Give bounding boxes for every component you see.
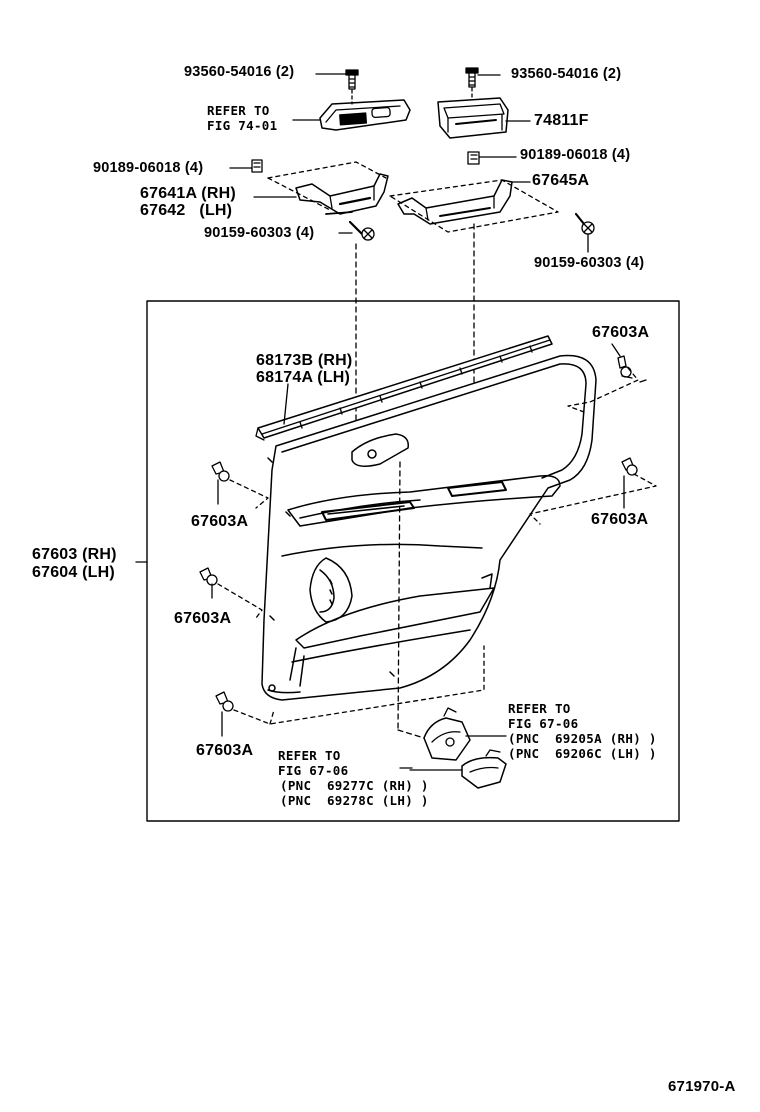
door-trim-panel-icon [261, 354, 597, 701]
label-clip-90189-left: 90189-06018 (4) [93, 160, 204, 176]
label-bracket-67641a-rh: 67641A (RH) [140, 185, 236, 202]
inside-handle-icon [409, 707, 507, 789]
label-weatherstrip-lh: 68174A (LH) [256, 369, 351, 386]
label-clip-67603a-bottom: 67603A [196, 742, 254, 759]
label-clip-67603a-right: 67603A [591, 511, 649, 528]
label-refer-6706-b-line4: (PNC 69278C (LH) ) [280, 793, 429, 808]
label-refer-74-line1: REFER TO [207, 103, 270, 118]
screw-90159-right-icon [574, 212, 595, 235]
label-clip-67603a-top-right: 67603A [592, 324, 650, 341]
clip-90189-right-icon [467, 151, 480, 165]
label-refer-6706-a-line2: FIG 67-06 [508, 716, 579, 731]
label-screw-90159-right: 90159-60303 (4) [534, 255, 645, 271]
label-part-74811f: 74811F [534, 112, 589, 129]
label-bracket-67645a: 67645A [532, 172, 590, 189]
label-panel-67604-lh: 67604 (LH) [32, 564, 115, 581]
label-screw-90159-left: 90159-60303 (4) [204, 225, 315, 241]
label-refer-6706-a-line1: REFER TO [508, 701, 571, 716]
panel-frame [146, 300, 680, 822]
switch-bezel-left-icon [319, 99, 411, 131]
label-weatherstrip-rh: 68173B (RH) [256, 352, 353, 369]
label-refer-74-line2: FIG 74-01 [207, 118, 278, 133]
label-refer-6706-b-line1: REFER TO [278, 748, 341, 763]
clip-67603a-right-icon [529, 457, 657, 525]
screw-90159-left-icon [348, 220, 375, 241]
weatherstrip-68173b-icon [255, 335, 553, 441]
label-clip-67603a-left-upper: 67603A [191, 513, 249, 530]
label-bracket-67642-lh: 67642 (LH) [140, 202, 233, 219]
screw-93560-right-icon [465, 67, 479, 101]
switch-bezel-74811f-icon [437, 97, 509, 139]
label-screw-93560-right: 93560-54016 (2) [511, 66, 622, 82]
leader-line [611, 343, 621, 357]
screw-93560-left-icon [345, 69, 359, 105]
label-clip-67603a-left-middle: 67603A [174, 610, 232, 627]
label-refer-6706-a-line4: (PNC 69206C (LH) ) [508, 746, 657, 761]
label-refer-6706-b-line2: FIG 67-06 [278, 763, 349, 778]
clip-67603a-left-upper-icon [211, 461, 269, 509]
diagram-id: 671970-A [668, 1078, 736, 1095]
label-clip-90189-right: 90189-06018 (4) [520, 147, 631, 163]
label-refer-6706-b-line3: (PNC 69277C (RH) ) [280, 778, 429, 793]
bracket-67645a-icon [397, 179, 513, 225]
clip-67603a-bottom-icon [215, 645, 485, 725]
label-screw-93560-left: 93560-54016 (2) [184, 64, 295, 80]
label-refer-6706-a-line3: (PNC 69205A (RH) ) [508, 731, 657, 746]
clip-90189-left-icon [251, 159, 263, 173]
clip-67603a-top-right-icon [567, 355, 647, 413]
label-panel-67603-rh: 67603 (RH) [32, 546, 117, 563]
bracket-67641a-icon [295, 173, 389, 215]
leader-line [283, 383, 289, 425]
clip-67603a-left-middle-icon [199, 567, 263, 619]
